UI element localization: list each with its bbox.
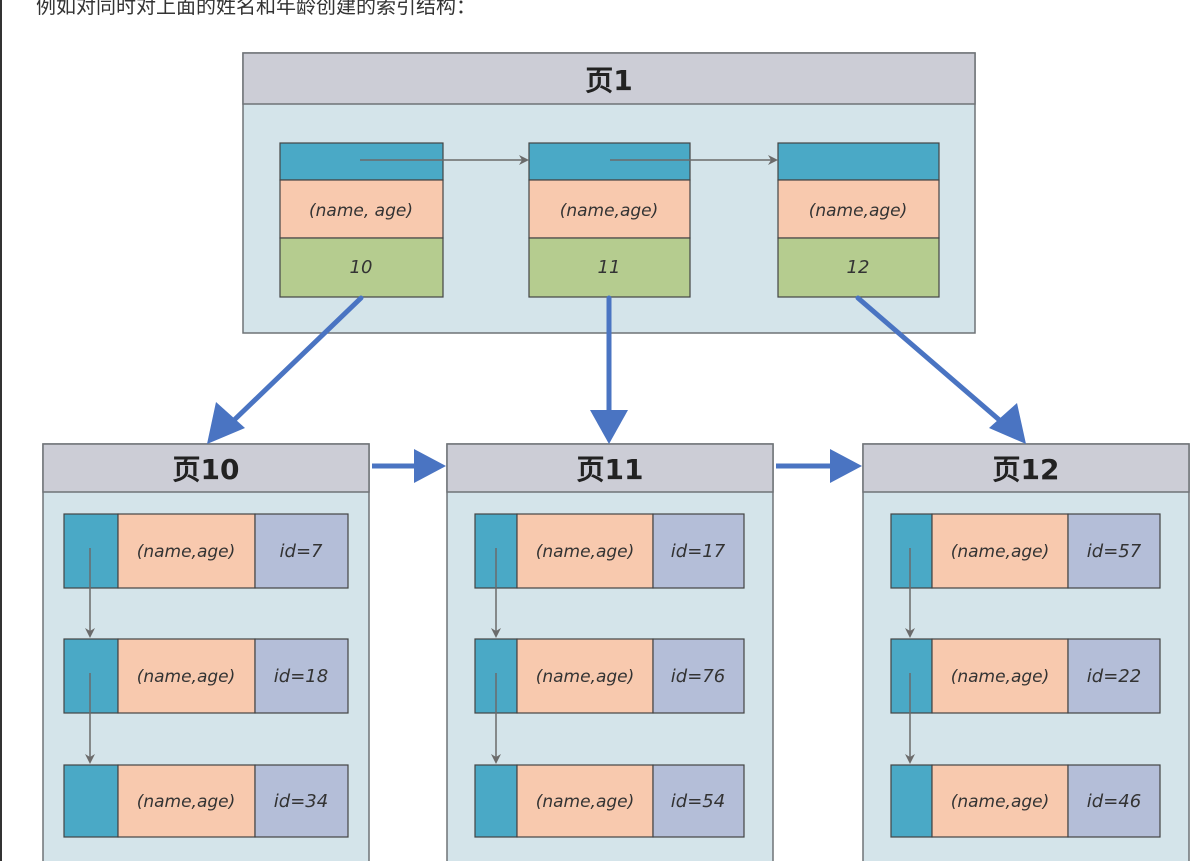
id-label: id=18 — [274, 666, 328, 687]
id-cell — [1067, 513, 1161, 589]
key-label: (name,age) — [137, 667, 236, 687]
key-cell — [931, 764, 1069, 838]
key-label: (name,age) — [809, 201, 908, 221]
pointer-cell — [279, 142, 444, 181]
pointer-cell — [528, 142, 691, 181]
leaf-row: (name,age) id=18 — [63, 638, 349, 714]
key-label: (name,age) — [137, 542, 236, 562]
child-arrows — [207, 295, 1026, 444]
child-arrow-shaft — [855, 295, 1007, 427]
id-label: id=57 — [1087, 541, 1142, 562]
leaf-header — [42, 443, 370, 493]
leaf-row: (name,age) id=54 — [474, 764, 745, 838]
leaf-title: 页11 — [577, 453, 644, 486]
leaf-link-head — [830, 449, 862, 483]
pointer-cell — [890, 513, 933, 589]
leaf-link-arrows — [372, 449, 862, 483]
leaf-link-head — [414, 449, 446, 483]
pointer-cell — [890, 638, 933, 714]
value-label: 10 — [350, 257, 373, 278]
key-label: (name,age) — [137, 792, 236, 812]
root-entry: (name, age) 10 — [279, 142, 444, 298]
key-cell — [516, 638, 654, 714]
leaf-row: (name,age) id=17 — [474, 513, 745, 589]
id-cell — [652, 513, 745, 589]
child-arrow-head — [989, 403, 1026, 444]
key-cell — [516, 764, 654, 838]
id-cell — [652, 638, 745, 714]
leaf-page: 页10 (name,age) id=7 (name,age) id=18 (na… — [42, 443, 370, 861]
key-label: (name,age) — [560, 201, 659, 221]
root-header — [242, 52, 976, 105]
leaf-title: 页10 — [173, 453, 240, 486]
pointer-cell — [890, 764, 933, 838]
pointer-cell — [63, 513, 119, 589]
id-cell — [1067, 638, 1161, 714]
leaf-row: (name,age) id=76 — [474, 638, 745, 714]
child-arrow-shaft — [227, 295, 364, 427]
intro-text: 例如对同时对上面的姓名和年龄创建的索引结构： — [36, 0, 476, 18]
root-entry: (name,age) 11 — [528, 142, 691, 298]
value-cell — [528, 237, 691, 298]
value-label: 11 — [598, 257, 621, 278]
id-label: id=22 — [1087, 666, 1141, 687]
key-cell — [931, 513, 1069, 589]
leaf-header — [446, 443, 774, 493]
key-cell — [117, 764, 256, 838]
id-cell — [254, 764, 349, 838]
id-cell — [652, 764, 745, 838]
pointer-cell — [63, 638, 119, 714]
key-label: (name,age) — [536, 667, 635, 687]
key-cell — [279, 179, 444, 239]
leaf-row: (name,age) id=57 — [890, 513, 1161, 589]
leaf-row: (name,age) id=34 — [63, 764, 349, 838]
id-label: id=7 — [280, 541, 324, 562]
leaf-header — [862, 443, 1190, 493]
key-label: (name, age) — [309, 201, 413, 221]
key-cell — [528, 179, 691, 239]
id-label: id=17 — [671, 541, 726, 562]
left-border — [0, 0, 2, 861]
leaf-page: 页12 (name,age) id=57 (name,age) id=22 (n… — [862, 443, 1190, 861]
key-cell — [931, 638, 1069, 714]
id-cell — [254, 638, 349, 714]
id-label: id=54 — [671, 791, 725, 812]
child-arrow-head — [207, 402, 245, 444]
key-label: (name,age) — [951, 542, 1050, 562]
leaf-row: (name,age) id=7 — [63, 513, 349, 589]
pointer-cell — [474, 764, 518, 838]
key-label: (name,age) — [951, 792, 1050, 812]
leaf-page: 页11 (name,age) id=17 (name,age) id=76 (n… — [446, 443, 774, 861]
key-label: (name,age) — [951, 667, 1050, 687]
key-label: (name,age) — [536, 792, 635, 812]
id-label: id=76 — [671, 666, 725, 687]
key-cell — [117, 638, 256, 714]
value-label: 12 — [847, 257, 870, 278]
leaf-title: 页12 — [993, 453, 1060, 486]
key-label: (name,age) — [536, 542, 635, 562]
key-cell — [516, 513, 654, 589]
pointer-cell — [63, 764, 119, 838]
id-label: id=46 — [1087, 791, 1141, 812]
id-cell — [254, 513, 349, 589]
value-cell — [279, 237, 444, 298]
key-cell — [777, 179, 940, 239]
root-entry: (name,age) 12 — [777, 142, 940, 298]
id-label: id=34 — [274, 791, 328, 812]
id-cell — [1067, 764, 1161, 838]
leaf-row: (name,age) id=46 — [890, 764, 1161, 838]
root-title: 页1 — [585, 64, 632, 97]
root-page: 页1 (name, age) 10 (name,age) 11 (name,ag… — [242, 52, 976, 334]
pointer-cell — [777, 142, 940, 181]
child-arrow-head — [590, 410, 628, 444]
leaf-row: (name,age) id=22 — [890, 638, 1161, 714]
